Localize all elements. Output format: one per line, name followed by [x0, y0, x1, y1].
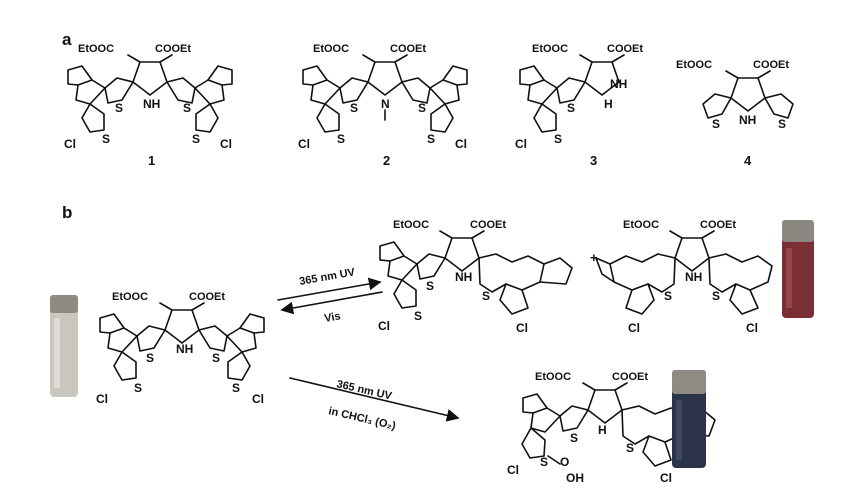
thiophene-s-label: S	[146, 351, 154, 365]
outer-thiophene-s-label: S	[540, 455, 548, 469]
chloro-label: Cl	[628, 321, 640, 335]
chloro-label: Cl	[220, 137, 232, 151]
vial-photo-oxidized-form	[672, 370, 706, 468]
chloro-label: Cl	[507, 463, 519, 477]
pyrrole-h-label: H	[598, 423, 607, 437]
outer-thiophene-s-label: S	[554, 132, 562, 146]
vial-photo-closed-form	[782, 220, 814, 318]
visible-light-label: Vis	[323, 310, 341, 325]
closed-ring-product-mono: EtOOC COOEt NH S S Cl S Cl	[378, 219, 573, 335]
chloro-label: Cl	[64, 137, 76, 151]
oxidation-arrow[interactable]: 365 nm UV in CHCl₃ (O₂)	[289, 377, 460, 432]
ester-label-left: EtOOC	[623, 219, 659, 231]
thiophene-s-label: S	[778, 117, 786, 131]
panel-label-a: a	[62, 30, 72, 49]
thiophene-s-label: S	[418, 101, 426, 115]
photoswitch-equilibrium-arrows[interactable]: 365 nm UV Vis	[277, 266, 383, 325]
closed-ring-product-bis: EtOOC COOEt NH S Cl S Cl	[595, 219, 773, 335]
ester-label-left: EtOOC	[535, 371, 571, 383]
closed-ring-s-label: S	[664, 289, 672, 303]
outer-thiophene-s-label: S	[102, 132, 110, 146]
vial-photo-open-form	[50, 295, 78, 397]
outer-thiophene-s-label: S	[337, 132, 345, 146]
chloro-label: Cl	[455, 137, 467, 151]
outer-thiophene-s-label: S	[232, 381, 240, 395]
chloro-label: Cl	[660, 471, 672, 485]
solvent-label: in CHCl₃ (O₂)	[327, 405, 397, 432]
compound-number-3: 3	[590, 153, 597, 168]
thiophene-s-label: S	[212, 351, 220, 365]
peroxide-o-label: O	[560, 455, 569, 469]
ester-label-left: EtOOC	[78, 43, 114, 55]
thiophene-s-label: S	[570, 431, 578, 445]
thiophene-s-label: S	[712, 117, 720, 131]
compound-3-structure: EtOOC COOEt NH H S S Cl	[515, 43, 643, 151]
closed-ring-s-label: S	[626, 441, 634, 455]
chloro-label: Cl	[378, 319, 390, 333]
pyrrole-nh-label: NH	[455, 270, 472, 284]
pyrrole-nh-label: NH	[739, 113, 756, 127]
chloro-label: Cl	[515, 137, 527, 151]
ester-label-right: COOEt	[155, 43, 191, 55]
ester-label-right: COOEt	[700, 219, 736, 231]
thiophene-s-label: S	[183, 101, 191, 115]
chloro-label: Cl	[252, 392, 264, 406]
pyrrole-nh-label: NH	[176, 342, 193, 356]
pyrrole-nh-label: NH	[685, 270, 702, 284]
outer-thiophene-s-label: S	[134, 381, 142, 395]
ester-label-left: EtOOC	[112, 291, 148, 303]
thiophene-s-label: S	[426, 279, 434, 293]
pyrrole-nh-label: NH	[143, 97, 160, 111]
outer-thiophene-s-label: S	[414, 309, 422, 323]
ester-label-left: EtOOC	[676, 59, 712, 71]
ester-label-right: COOEt	[612, 371, 648, 383]
ester-label-left: EtOOC	[313, 43, 349, 55]
thiophene-s-label: S	[567, 101, 575, 115]
pyrrole-nh-label: NH	[610, 77, 627, 91]
compound-4-structure: EtOOC COOEt NH S S	[676, 59, 794, 131]
ester-label-right: COOEt	[607, 43, 643, 55]
ester-label-right: COOEt	[470, 219, 506, 231]
compound-number-2: 2	[383, 153, 390, 168]
ester-label-right: COOEt	[753, 59, 789, 71]
outer-thiophene-s-label: S	[192, 132, 200, 146]
chloro-label: Cl	[298, 137, 310, 151]
chloro-label: Cl	[746, 321, 758, 335]
panel-label-b: b	[62, 203, 72, 222]
open-form-structure: EtOOC COOEt NH S S S Cl S Cl	[96, 291, 265, 406]
pyrrole-h-label: H	[604, 97, 613, 111]
closed-ring-s-label: S	[712, 289, 720, 303]
closed-ring-s-label: S	[482, 289, 490, 303]
plus-sign: +	[590, 250, 598, 265]
pyrrole-n-label: N	[381, 97, 390, 111]
compound-number-4: 4	[744, 153, 752, 168]
ester-label-left: EtOOC	[532, 43, 568, 55]
compound-number-1: 1	[148, 153, 155, 168]
uv-irradiation-label: 365 nm UV	[298, 266, 356, 288]
chloro-label: Cl	[96, 392, 108, 406]
thiophene-s-label: S	[115, 101, 123, 115]
thiophene-s-label: S	[350, 101, 358, 115]
ester-label-left: EtOOC	[393, 219, 429, 231]
chloro-label: Cl	[516, 321, 528, 335]
ester-label-right: COOEt	[390, 43, 426, 55]
hydroperoxide-oh-label: OH	[566, 471, 584, 485]
oxidation-uv-label: 365 nm UV	[335, 378, 393, 402]
ester-label-right: COOEt	[189, 291, 225, 303]
outer-thiophene-s-label: S	[427, 132, 435, 146]
compound-1-structure: EtOOC COOEt NH S S S Cl S Cl	[64, 43, 233, 151]
compound-2-structure: EtOOC COOEt N S S S Cl S Cl	[298, 43, 468, 151]
